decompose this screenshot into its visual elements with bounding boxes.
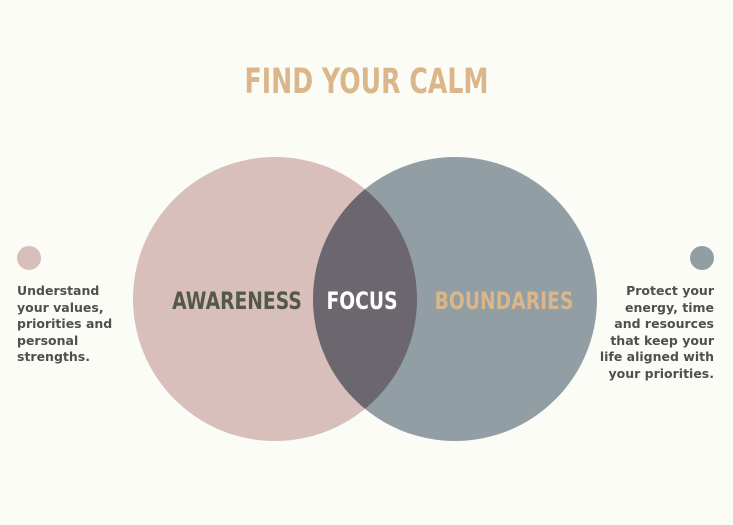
awareness-description: Understand your values, priorities and p… [17,283,113,364]
awareness-dot [17,246,41,270]
boundaries-description: Protect your energy, time and resources … [599,283,714,381]
boundaries-dot [690,246,714,270]
awareness-label: AWARENESS [172,288,302,316]
focus-label: FOCUS [326,288,397,316]
focus-overlap [313,157,417,441]
page-title: FIND YOUR CALM [244,62,489,102]
boundaries-label: BOUNDARIES [435,288,574,316]
